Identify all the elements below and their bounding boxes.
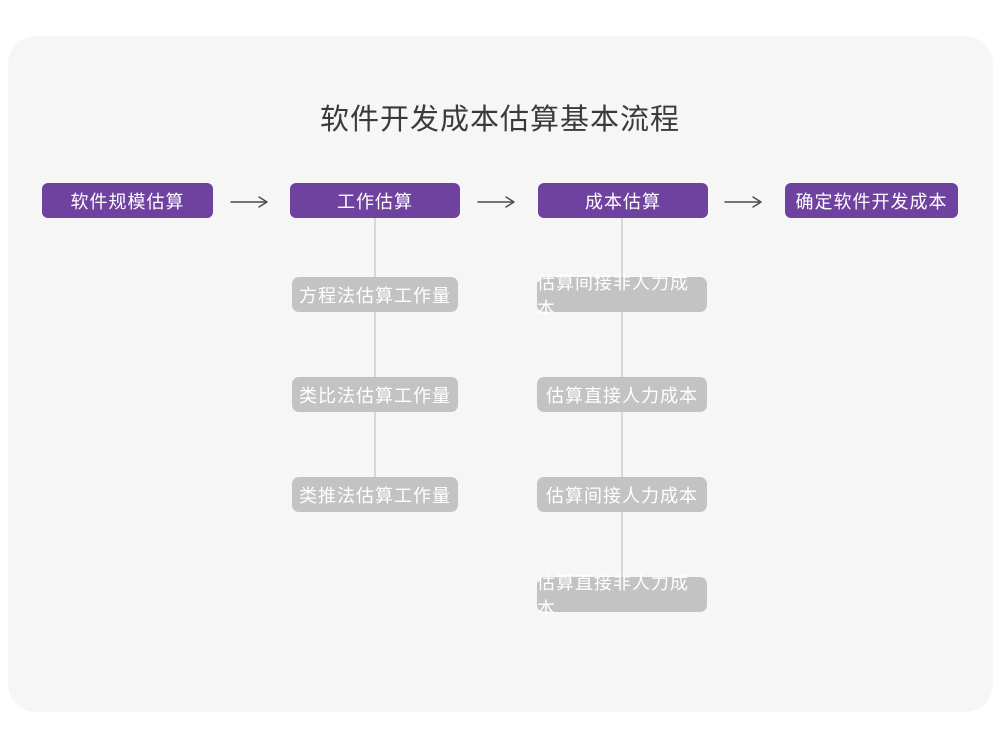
page-title: 软件开发成本估算基本流程 <box>319 102 680 136</box>
substep-analogy-method: 类比法估算工作量 <box>292 377 458 412</box>
arrow-right-icon <box>724 194 764 208</box>
substep-equation-method: 方程法估算工作量 <box>292 277 458 312</box>
connector-line-work-column <box>374 218 376 479</box>
substep-extrapolation-method: 类推法估算工作量 <box>292 477 458 512</box>
step-cost-estimation: 成本估算 <box>538 183 708 218</box>
arrow-right-icon <box>477 194 517 208</box>
substep-indirect-labor-cost: 估算间接人力成本 <box>537 477 707 512</box>
arrow-right-icon <box>230 194 270 208</box>
step-determine-development-cost: 确定软件开发成本 <box>785 183 958 218</box>
substep-indirect-non-labor-cost: 估算间接非人力成本 <box>537 273 707 320</box>
step-work-estimation: 工作估算 <box>290 183 460 218</box>
step-software-size-estimation: 软件规模估算 <box>42 183 213 218</box>
substep-direct-labor-cost: 估算直接人力成本 <box>537 377 707 412</box>
substep-direct-non-labor-cost: 估算直接非人力成本 <box>537 573 707 620</box>
diagram-card <box>8 36 993 712</box>
